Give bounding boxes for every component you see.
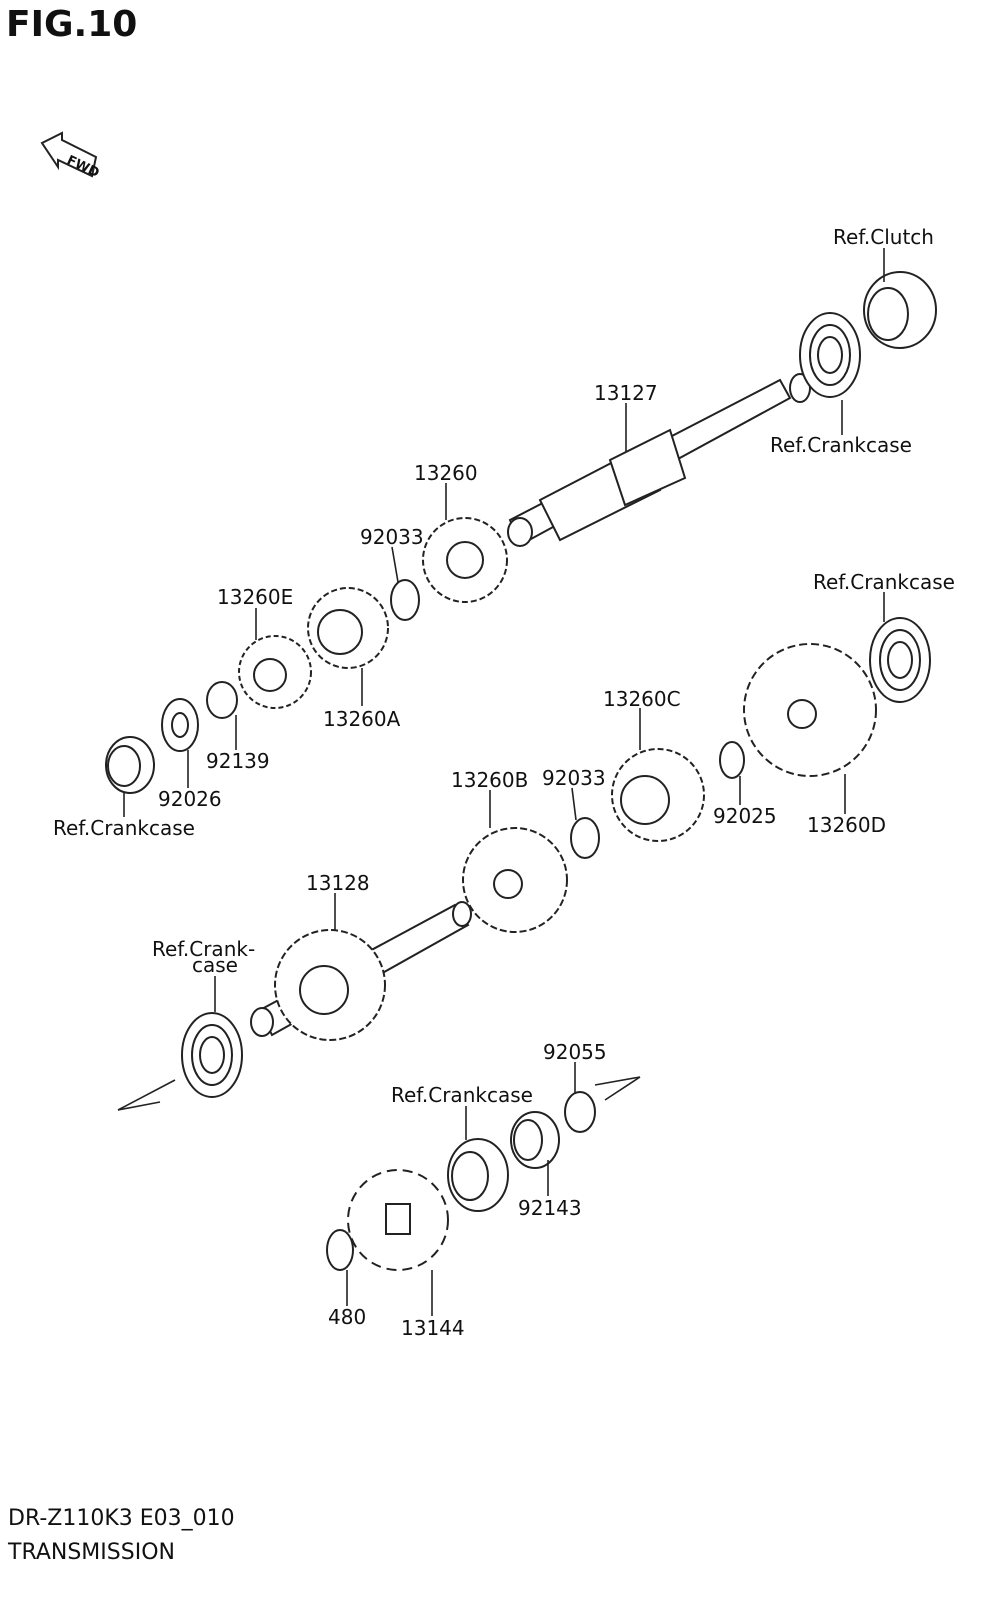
axis-line-right: [594, 1076, 641, 1086]
gear-13260: [422, 517, 508, 603]
counter-shaft-13128: [250, 901, 472, 1041]
label-13260D: 13260D: [807, 813, 886, 837]
label-92025: 92025: [713, 804, 777, 828]
gear-13260E: [238, 635, 312, 709]
label-ref-crankcase-right: Ref.Crankcase: [813, 570, 955, 594]
circlip-92033-a: [390, 579, 420, 621]
gear-13260B: [462, 827, 568, 933]
label-13260C: 13260C: [603, 687, 681, 711]
axis-line-left: [117, 1079, 176, 1111]
bushing-ref-clutch: [863, 271, 937, 349]
gear-13260A: [307, 587, 389, 669]
label-92033-a: 92033: [360, 525, 424, 549]
label-ref-crank-case-line2: case: [192, 953, 238, 977]
circlip-92033-b: [570, 817, 600, 859]
spacer-92143: [510, 1111, 560, 1169]
label-ref-crank-case-line1: Ref.Crank-: [152, 937, 255, 961]
label-13128: 13128: [306, 871, 370, 895]
label-13144: 13144: [401, 1316, 465, 1340]
bushing-92139: [206, 681, 238, 719]
label-92055: 92055: [543, 1040, 607, 1064]
label-ref-crankcase-seal: Ref.Crankcase: [391, 1083, 533, 1107]
oring-92055: [564, 1091, 596, 1133]
sprocket-13144: [347, 1169, 449, 1271]
bearing-ref-crankcase-top: [799, 312, 861, 398]
label-13260A: 13260A: [323, 707, 401, 731]
label-13127: 13127: [594, 381, 658, 405]
fwd-arrow-icon: FWD: [40, 131, 102, 181]
gear-13260D: [743, 643, 877, 777]
label-ref-crankcase-left-top: Ref.Crankcase: [53, 816, 195, 840]
washer-92026: [161, 698, 199, 752]
figure-title: FIG.10: [6, 4, 138, 45]
label-480: 480: [328, 1305, 366, 1329]
bearing-ref-crankcase-right: [869, 617, 931, 703]
needle-bearing-ref-crankcase: [105, 736, 155, 794]
gear-13260C: [611, 748, 705, 842]
footer-section-name: TRANSMISSION: [8, 1540, 175, 1565]
label-92033-b: 92033: [542, 766, 606, 790]
axis-line-left-b: [117, 1101, 161, 1111]
label-13260: 13260: [414, 461, 478, 485]
main-shaft-13127: [507, 373, 811, 547]
washer-92025: [719, 741, 745, 779]
label-ref-clutch: Ref.Clutch: [833, 225, 934, 249]
bearing-ref-crankcase-left: [181, 1012, 243, 1098]
label-92026: 92026: [158, 787, 222, 811]
circlip-480: [326, 1229, 354, 1271]
oil-seal-ref-crankcase: [447, 1138, 509, 1212]
leader-lines: [123, 248, 885, 1316]
label-92139: 92139: [206, 749, 270, 773]
axis-line-right-b: [604, 1076, 641, 1101]
label-13260E: 13260E: [217, 585, 293, 609]
label-13260B: 13260B: [451, 768, 528, 792]
label-92143: 92143: [518, 1196, 582, 1220]
label-ref-crankcase-top: Ref.Crankcase: [770, 433, 912, 457]
footer-model-code: DR-Z110K3 E03_010: [8, 1506, 235, 1531]
